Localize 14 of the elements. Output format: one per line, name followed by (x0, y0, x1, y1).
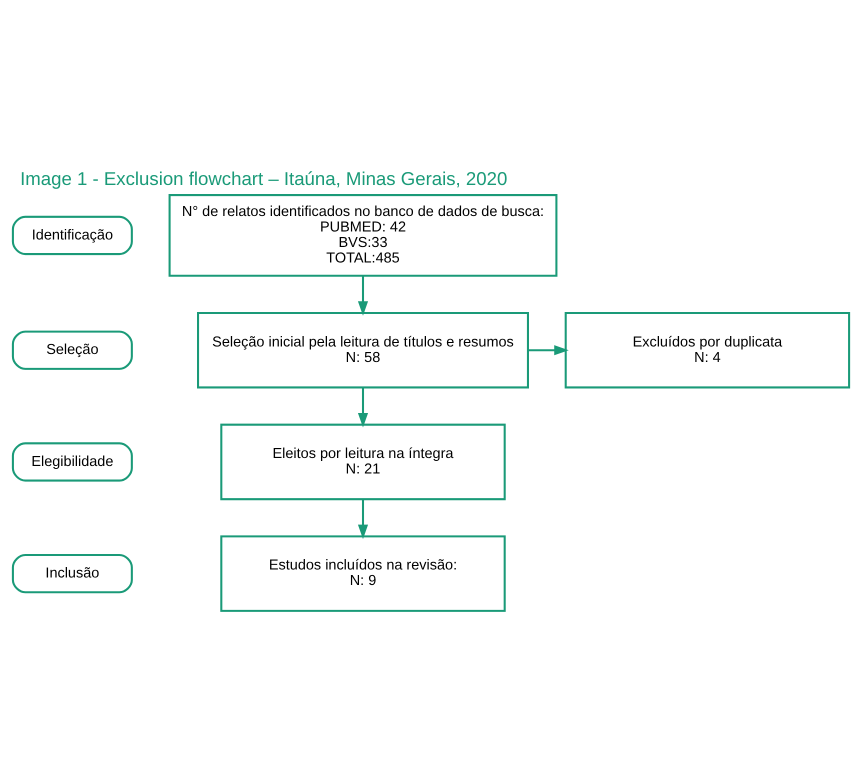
node-box: Eleitos por leitura na íntegra N: 21 (220, 424, 506, 500)
node-box: Identificação (12, 216, 133, 256)
node-box: Seleção inicial pela leitura de títulos e resumos N: 58 (197, 312, 529, 388)
node-box: N° de relatos identificados no banco de dados de busca: PUBMED: 42 BVS:33 TOTAL:485 (168, 194, 558, 277)
node-box: Excluídos por duplicata N: 4 (564, 312, 850, 388)
diagram-title: Image 1 - Exclusion flowchart – Itaúna, Minas Gerais, 2020 (20, 168, 508, 190)
node-box: Elegibilidade (12, 442, 133, 482)
arrow (358, 276, 368, 316)
arrow (358, 499, 368, 540)
node-box: Estudos incluídos na revisão: N: 9 (220, 535, 506, 612)
arrow (358, 387, 368, 428)
node-box: Seleção (12, 330, 133, 370)
arrow (528, 345, 569, 356)
node-box: Inclusão (12, 554, 133, 594)
